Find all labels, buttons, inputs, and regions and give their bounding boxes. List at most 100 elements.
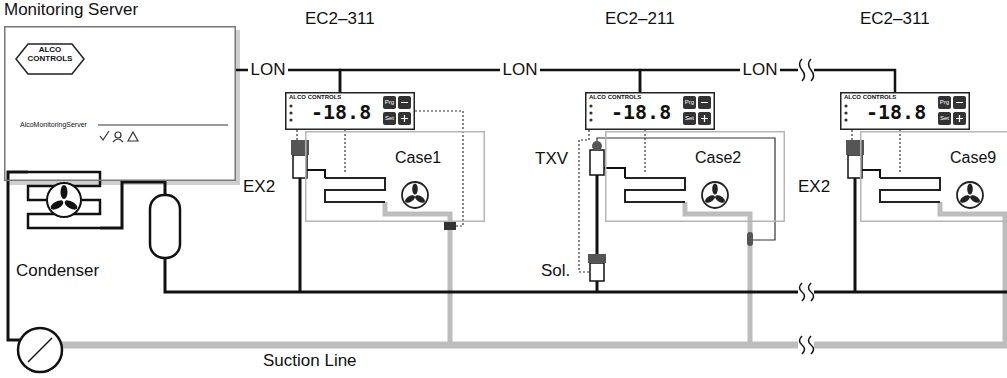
- server-housing: [98, 125, 228, 126]
- controller-unit: [585, 92, 715, 130]
- display-case: Case9: [860, 131, 1007, 222]
- brand-logo: ALCO CONTROLS: [844, 94, 896, 101]
- suction-pipe: [940, 202, 1005, 345]
- monitoring-server: Monitoring ServerALCO CONTROLSAlcoMonito…: [4, 26, 236, 181]
- button-label: Set: [383, 112, 396, 125]
- network-label: LON: [740, 61, 781, 80]
- liquid-pipe: [165, 258, 1007, 292]
- break-mark: [800, 336, 805, 354]
- valve-name: Sol.: [541, 262, 570, 281]
- liquid-pipe: [28, 172, 100, 228]
- controller-unit: [589, 111, 592, 114]
- suction-pipe: [385, 202, 450, 345]
- evaporator-coil: [880, 178, 983, 208]
- compressor: [18, 328, 62, 372]
- evaporator-coil: [959, 194, 971, 204]
- evaporator-coil: [714, 194, 726, 204]
- condenser-fan: [47, 183, 81, 217]
- thermostatic-valve: [590, 150, 604, 175]
- server-housing: [113, 139, 123, 142]
- controller-unit: [956, 103, 963, 123]
- expansion-valve: [307, 170, 325, 178]
- device-name: AlcoMonitoringServer: [20, 121, 87, 129]
- controller-unit: [844, 104, 847, 107]
- evaporator-coil: [402, 182, 428, 208]
- server-housing: [4, 26, 240, 185]
- valve-name: EX2: [243, 178, 275, 197]
- sensor-wire: [851, 130, 852, 140]
- controller-display: ALCO CONTROLS-18.8PrgSet: [285, 92, 415, 130]
- component-name: Condenser: [16, 262, 99, 281]
- evaporator-coil: [625, 178, 685, 202]
- controller-unit: [585, 92, 715, 130]
- expansion-valve: [862, 170, 880, 178]
- evaporator-coil: [404, 194, 416, 204]
- break-mark: [798, 59, 814, 354]
- sensor-wire: [579, 130, 590, 272]
- button-label: Prg: [683, 96, 696, 109]
- server-heading: Monitoring Server: [4, 1, 138, 20]
- condenser-fan: [63, 198, 79, 211]
- expansion-valve: [846, 140, 864, 155]
- display-reading: -18.8: [311, 101, 371, 123]
- server-housing: [100, 131, 109, 140]
- break-mark: [809, 336, 814, 354]
- solenoid-valve: [590, 263, 604, 281]
- controller-unit: [840, 92, 970, 130]
- liquid-pipe: [854, 178, 857, 292]
- expansion-valve: [291, 140, 325, 178]
- sensor-wire: [852, 130, 900, 172]
- liquid-pipe: [299, 178, 302, 292]
- evaporator-coil: [880, 178, 940, 202]
- compressor: [28, 338, 52, 362]
- evaporator-coil: [702, 182, 728, 208]
- pipe-name: Suction Line: [263, 352, 357, 371]
- button-label: Set: [938, 112, 951, 125]
- thermostatic-valve: [597, 138, 775, 240]
- sensor-wire: [344, 130, 345, 172]
- solenoid-valve: [588, 254, 606, 281]
- suction-pipe: [685, 202, 750, 345]
- controller-unit: [589, 118, 592, 121]
- valve-name: TXV: [535, 150, 568, 169]
- server-housing: [16, 44, 84, 74]
- controller-unit: [383, 112, 396, 125]
- thermostatic-valve: [604, 168, 625, 178]
- controller-unit: [683, 96, 696, 109]
- suction-pipe: [62, 342, 1007, 349]
- break-mark: [809, 283, 814, 301]
- controller-unit: [840, 92, 970, 130]
- evaporator-coil: [712, 184, 718, 195]
- evaporator-coil: [414, 194, 426, 204]
- suction-pipe: [62, 202, 1007, 345]
- server-housing: [128, 132, 138, 141]
- controller-model: EC2–211: [605, 10, 675, 29]
- liquid-pipe: [8, 172, 28, 340]
- case-name: Case9: [950, 149, 996, 167]
- sensor-wire: [579, 130, 645, 272]
- liquid-pipe: [8, 172, 1007, 340]
- break-mark: [800, 59, 805, 81]
- evaporator-coil: [969, 194, 981, 204]
- condenser-fan: [47, 183, 81, 217]
- sensor-wire: [297, 111, 463, 226]
- controller-unit: [938, 112, 951, 125]
- thermostatic-valve: [590, 138, 775, 246]
- controller-unit: [285, 92, 415, 130]
- sensor-wire: [644, 130, 645, 172]
- controller-unit: [701, 103, 708, 123]
- case-name: Case1: [395, 149, 441, 167]
- controller-unit: [285, 92, 415, 130]
- controller-unit: [844, 118, 847, 121]
- evaporator-coil: [325, 178, 428, 208]
- controller-unit: [938, 96, 951, 109]
- condenser-fan: [49, 198, 65, 211]
- display-reading: -18.8: [611, 101, 671, 123]
- temperature-sensor: [444, 222, 456, 230]
- controller-model: EC2–311: [305, 10, 375, 29]
- controller-unit: [589, 104, 592, 107]
